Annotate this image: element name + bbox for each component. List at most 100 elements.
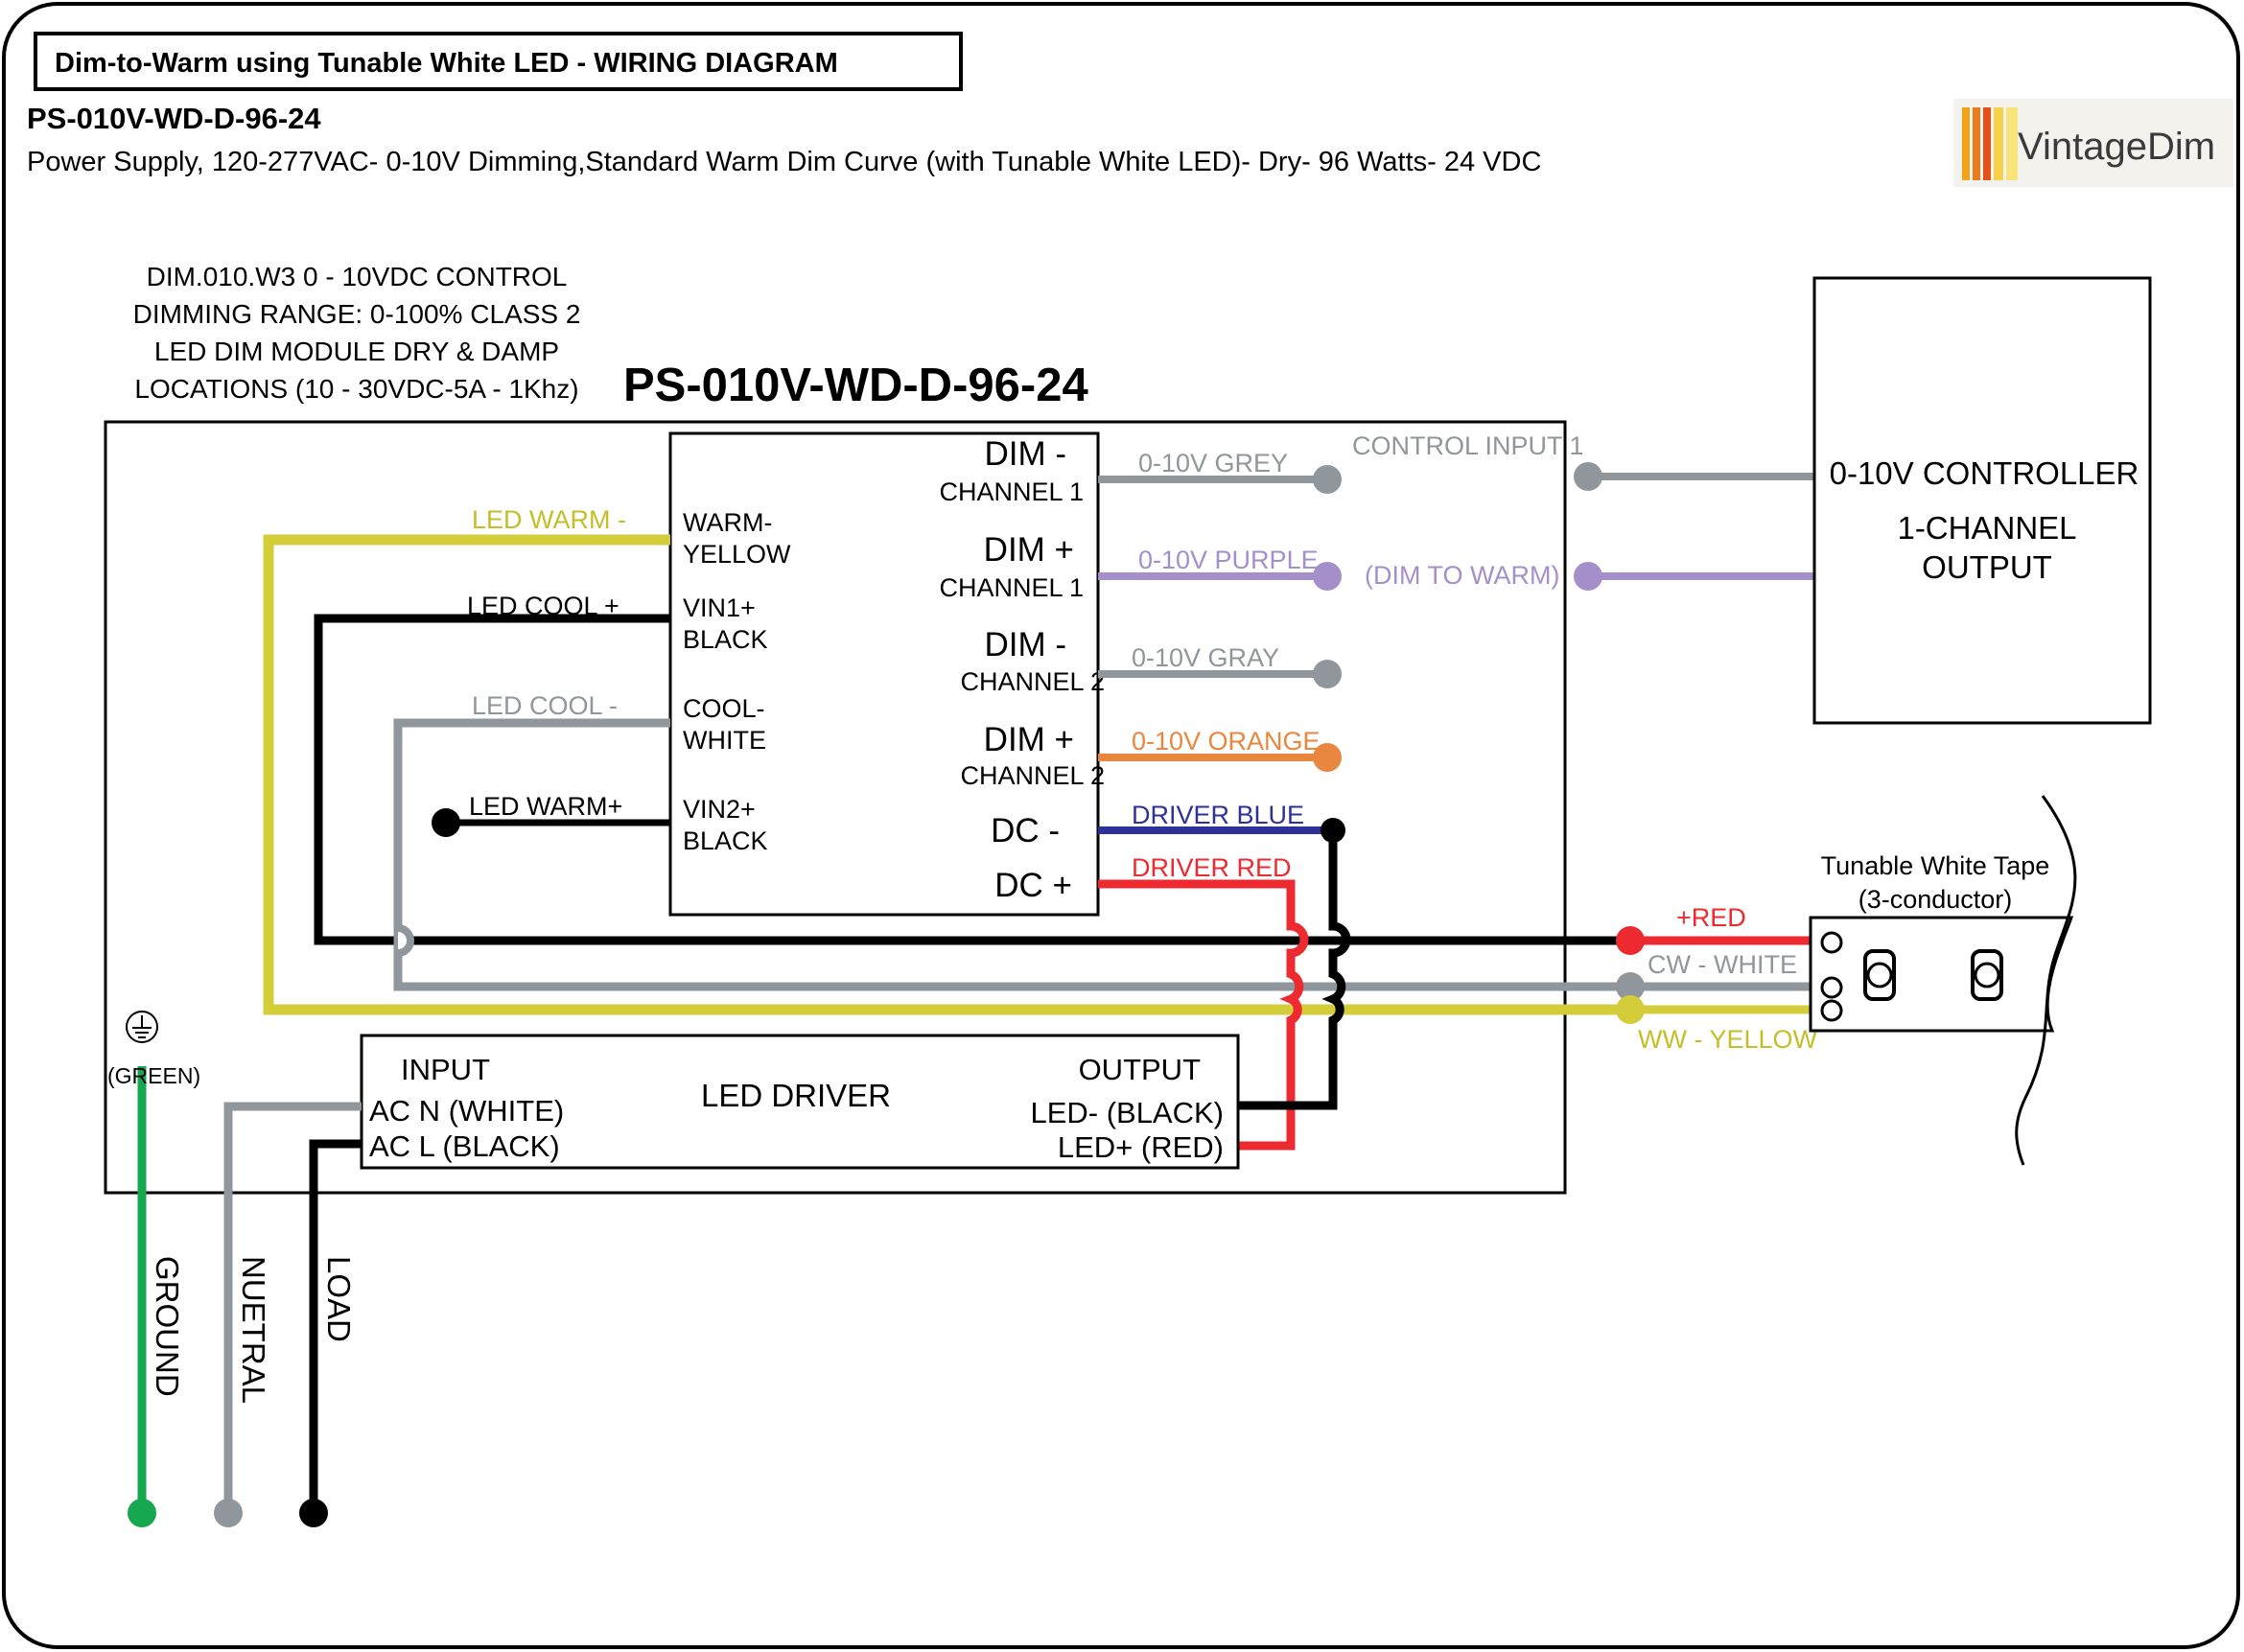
terminal-warm-minus: WARM- [683,508,772,537]
terminal-0-10v-purple [1313,562,1342,591]
spec-line-1: DIM.010.W3 0 - 10VDC CONTROL [147,262,568,291]
label-0-10v-orange: 0-10V ORANGE [1132,727,1321,756]
label-0-10v-gray: 0-10V GRAY [1132,643,1279,672]
led-driver-labels: INPUT AC N (WHITE) AC L (BLACK) LED DRIV… [369,1053,1224,1164]
label-load: LOAD [321,1256,357,1342]
wire-neutral [223,1102,362,1513]
tape-junction-red [1616,926,1645,955]
vintagedim-logo: VintageDim [1953,99,2233,187]
driver-title: LED DRIVER [701,1078,891,1113]
driver-output-label: OUTPUT [1079,1053,1202,1086]
terminal-vin1-plus: VIN1+ [683,593,756,622]
tape-junction-white [1616,972,1645,1001]
spec-note: DIM.010.W3 0 - 10VDC CONTROL DIMMING RAN… [133,262,581,404]
wire-labels: LED WARM - LED COOL + LED COOL - LED WAR… [467,431,1818,1054]
terminal-load [299,1499,328,1527]
terminal-vin2-plus-color: BLACK [683,826,768,855]
wire-crossover-hop [397,924,414,957]
label-0-10v-grey: 0-10V GREY [1138,449,1288,477]
model-description: Power Supply, 120-277VAC- 0-10V Dimming,… [27,147,1541,177]
label-ww-yellow: WW - YELLOW [1638,1025,1818,1054]
tape-pad-3 [1820,999,1843,1022]
wire-load [309,1139,362,1513]
driver-ac-n: AC N (WHITE) [369,1094,564,1128]
power-supply-model: PS-010V-WD-D-96-24 [623,360,1088,411]
terminal-ground [128,1499,156,1527]
tape-led-1 [1863,949,1896,1001]
terminal-dim-minus-ch2: DIM - [984,626,1066,663]
driver-input-label: INPUT [401,1053,490,1086]
label-led-warm-minus: LED WARM - [472,505,626,534]
wire-led-warm-minus [263,534,1630,1015]
terminal-0-10v-gray [1313,660,1342,688]
title-box [34,32,963,91]
tape-junction-yellow [1616,995,1645,1024]
terminal-dim-plus-ch2: DIM + [984,721,1074,758]
terminal-warm-minus-color: YELLOW [683,540,791,569]
ground-symbol-icon [126,1011,158,1043]
wire-led-cool-minus [393,718,1630,991]
terminal-cool-minus: COOL- [683,694,765,723]
tape-pad-1 [1820,931,1843,954]
terminal-cool-minus-color: WHITE [683,726,766,755]
controller-labels: 0-10V CONTROLLER 1-CHANNEL OUTPUT [1830,455,2139,585]
diagram-title: Dim-to-Warm using Tunable White LED - WI… [55,48,838,79]
controller-title: 0-10V CONTROLLER [1830,455,2139,491]
tunable-white-tape: Tunable White Tape (3-conductor) [1809,795,2077,1166]
label-driver-red: DRIVER RED [1132,853,1292,882]
ground-color-label: (GREEN) [107,1063,200,1088]
tape-led-2 [1971,949,2003,1001]
model-heading: PS-010V-WD-D-96-24 [27,102,321,135]
wire-driver-red [1098,879,1309,1151]
power-supply-enclosure [104,420,1567,1195]
controller-output: OUTPUT [1922,549,2052,585]
terminal-vin1-plus-color: BLACK [683,625,768,654]
wire-led-cool-plus [314,614,1630,945]
wire-dc-minus [1239,830,1351,1110]
terminal-0-10v-grey [1313,465,1342,494]
label-led-cool-minus: LED COOL - [472,691,618,720]
label-led-cool-plus: LED COOL + [467,592,619,620]
module-left-terminals: WARM- YELLOW VIN1+ BLACK COOL- WHITE VIN… [683,508,791,855]
terminal-dim-plus-ch1: DIM + [984,531,1074,569]
tape-pad-2 [1820,976,1843,999]
terminal-vin2-plus: VIN2+ [683,795,756,824]
terminal-dim-minus-ch2-channel: CHANNEL 2 [960,667,1105,696]
logo-stripe-4 [1994,107,2003,180]
led-warm-plus-terminal [432,808,460,837]
label-led-warm-plus: LED WARM+ [469,792,622,821]
dim-module-box [668,431,1100,917]
label-control-input: CONTROL INPUT 1 [1352,431,1584,460]
driver-led-plus: LED+ (RED) [1058,1130,1224,1164]
driver-led-minus: LED- (BLACK) [1030,1096,1224,1129]
label-neutral: NUETRAL [236,1256,271,1404]
tape-cut-edge [2015,795,2077,1166]
terminal-dim-plus-ch1-channel: CHANNEL 1 [939,573,1084,602]
terminal-dc-plus: DC + [994,867,1072,904]
label-0-10v-purple: 0-10V PURPLE [1138,546,1319,574]
dc-minus-junction [1321,818,1345,843]
logo-stripe-5 [2006,107,2018,180]
terminal-0-10v-orange [1313,743,1342,772]
label-plus-red: +RED [1676,903,1746,932]
controller-channel: 1-CHANNEL [1897,510,2076,546]
terminal-dc-minus: DC - [991,812,1060,849]
terminal-dim-minus-ch1-channel: CHANNEL 1 [939,477,1084,506]
label-driver-blue: DRIVER BLUE [1132,801,1304,829]
tape-subtitle: (3-conductor) [1858,885,2013,914]
led-driver-box [360,1034,1240,1170]
spec-line-2: DIMMING RANGE: 0-100% CLASS 2 [133,299,581,329]
logo-stripe-3 [1983,107,1991,180]
controller-terminal-2 [1574,562,1602,591]
module-right-terminals: DIM - CHANNEL 1 DIM + CHANNEL 1 DIM - CH… [939,435,1105,904]
label-cw-white: CW - WHITE [1648,950,1797,979]
tape-strip [1809,916,2074,1033]
terminal-dim-minus-ch1: DIM - [984,435,1066,473]
label-ground: GROUND [150,1256,185,1397]
terminal-neutral [214,1499,243,1527]
spec-line-3: LED DIM MODULE DRY & DAMP [154,337,559,366]
label-dim-to-warm: (DIM TO WARM) [1365,561,1559,590]
logo-stripe-2 [1973,107,1980,180]
